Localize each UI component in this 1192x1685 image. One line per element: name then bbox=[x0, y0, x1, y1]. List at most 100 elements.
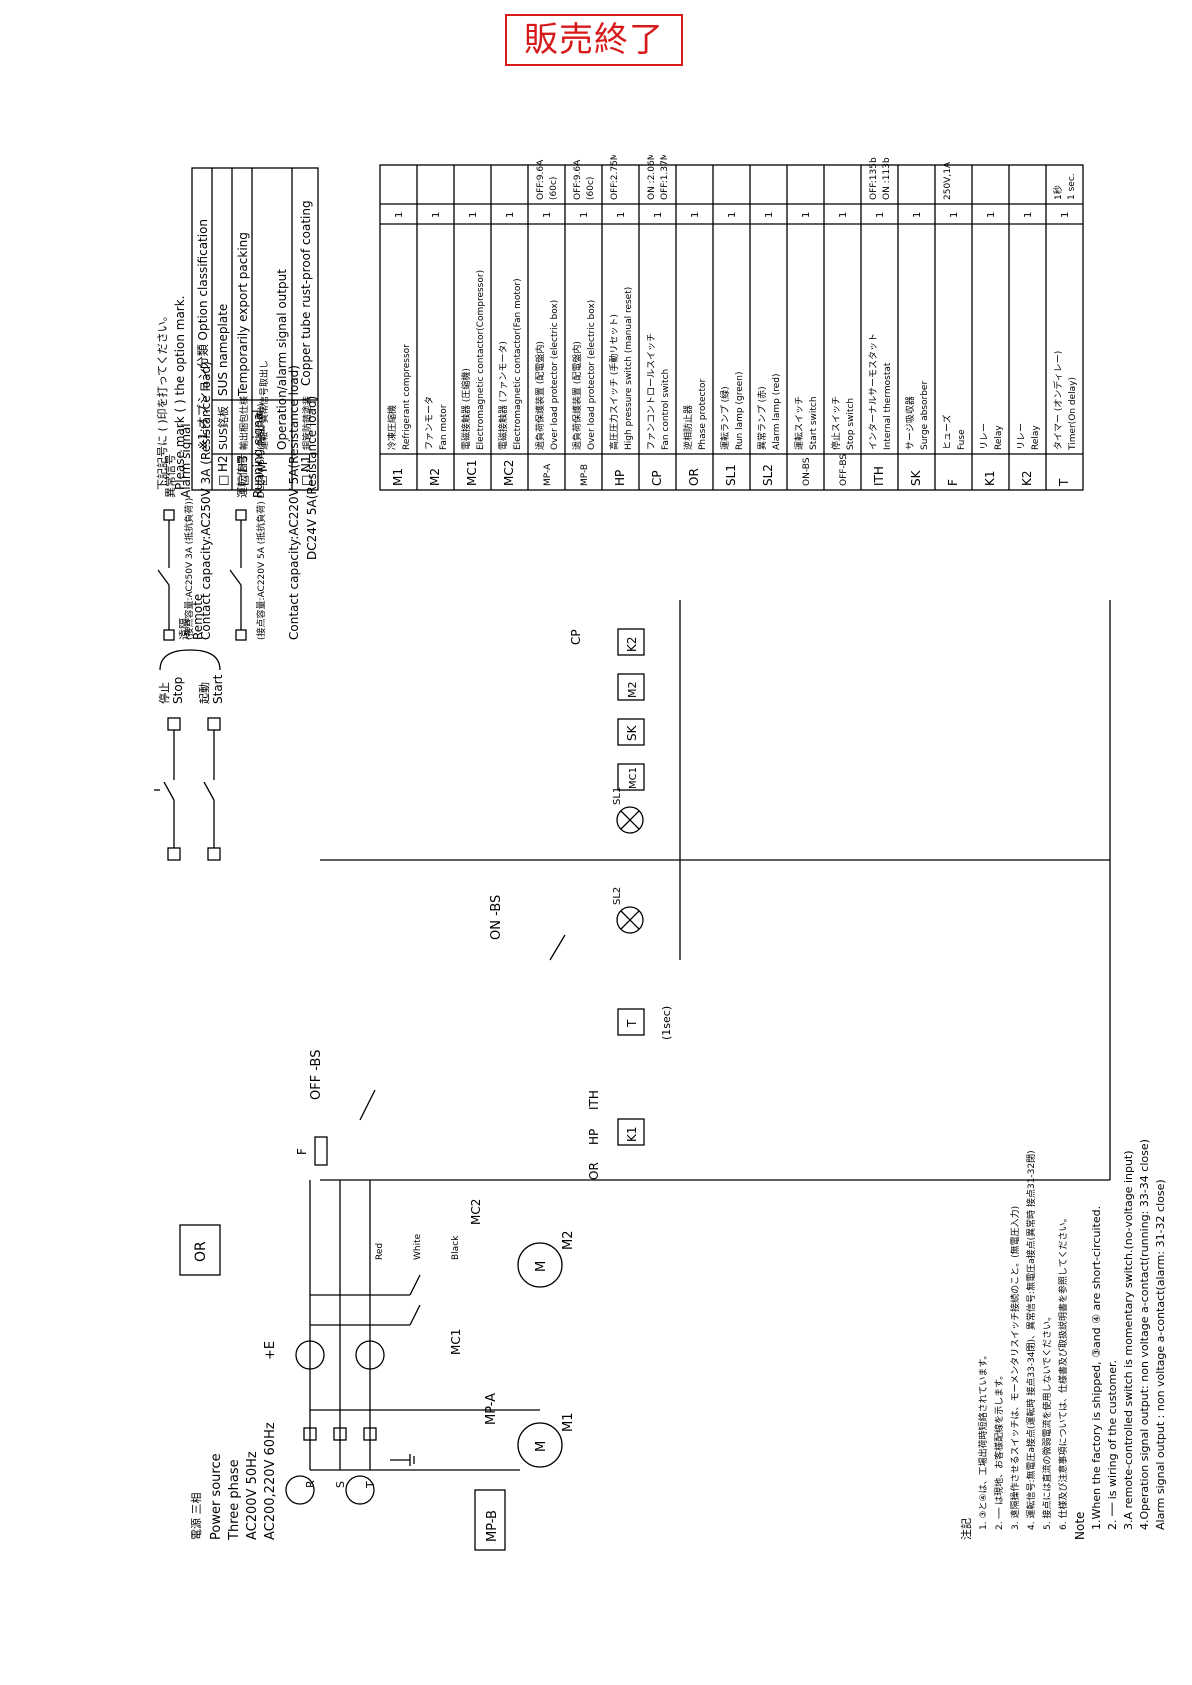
parts-en: Refrigerant compressor bbox=[402, 344, 412, 450]
m2-motor-symbol bbox=[517, 1242, 563, 1288]
option-jp-h3: 輸出梱包仕様 bbox=[238, 396, 250, 450]
running-capacity-jp: (接点容量:AC220V 5A (抵抗負荷) DC24V 5A (抵抗負荷)) bbox=[255, 403, 267, 640]
parts-spec: ON :113b bbox=[882, 157, 892, 200]
timer-coil-label: T bbox=[625, 1019, 639, 1028]
running-capacity-en2: DC24V 5A(Resistance load) bbox=[305, 396, 319, 560]
stop-label-jp: 停止 bbox=[157, 682, 171, 704]
note-en-item: 3.A remote-controlled switch is momentar… bbox=[1122, 1150, 1135, 1530]
remote-label-jp: 遠隔 bbox=[178, 618, 191, 640]
parts-spec: 1秒 bbox=[1052, 185, 1064, 200]
k1-coil bbox=[617, 1118, 645, 1146]
running-signal-en: Running signal bbox=[251, 410, 265, 498]
parts-sym-or: OR bbox=[687, 468, 701, 486]
parts-qty: 1 bbox=[986, 212, 997, 218]
parts-jp: ヒューズ bbox=[941, 414, 953, 450]
parts-jp: リレー bbox=[1017, 423, 1027, 450]
parts-jp: 運転ランプ (緑) bbox=[719, 386, 731, 450]
parts-qty: 1 bbox=[542, 212, 553, 218]
parts-jp: 電磁接触器 (ファンモータ) bbox=[497, 341, 509, 450]
option-mark-h3[interactable]: □ bbox=[236, 475, 250, 486]
parts-spec: (60c) bbox=[586, 177, 596, 200]
parts-en: Internal thermostat bbox=[883, 362, 893, 450]
parts-sym-f: F bbox=[946, 479, 960, 486]
option-en-h2: SUS nameplate bbox=[216, 304, 230, 396]
parts-qty: 1 bbox=[838, 212, 849, 218]
note-jp-item: 4. 運転信号:無電圧a接点(運転時 接点33-34閉)、異常信号:無電圧a接点… bbox=[1025, 1150, 1037, 1530]
option-jp-m: 運転・異常信号取出し bbox=[258, 360, 270, 450]
parts-sym-k1: K1 bbox=[983, 470, 997, 486]
parts-en: High pressure switch (manual reset) bbox=[624, 287, 634, 450]
parts-sym-hp: HP bbox=[613, 470, 627, 486]
parts-jp: 逆相防止器 bbox=[682, 405, 694, 450]
power-label-en: Power source bbox=[209, 1453, 224, 1540]
parts-qty: 1 bbox=[727, 212, 738, 218]
rotated-diagram: 下記記号に ( )印を打ってください。 Please mark ( ) the … bbox=[120, 142, 1192, 1560]
parts-en: Electromagnetic contactor(Fan motor) bbox=[513, 278, 523, 450]
power-voltage-50hz: AC200V 50Hz bbox=[245, 1451, 260, 1540]
alarm-signal-en: Alarm signal bbox=[179, 423, 193, 498]
remote-label-en: Remote bbox=[191, 594, 205, 640]
parts-en: Fan motor bbox=[439, 404, 449, 450]
parts-en: Stop switch bbox=[846, 398, 856, 450]
k2-coil-label: K2 bbox=[625, 636, 639, 652]
option-en-m: Operation/alarm signal output bbox=[275, 269, 289, 450]
sl2-label: SL2 bbox=[612, 887, 623, 905]
parts-en: Fuse bbox=[957, 429, 967, 450]
parts-en: Run lamp (green) bbox=[735, 372, 745, 451]
parts-jp: 異常ランプ (赤) bbox=[756, 386, 768, 450]
note-en-item: 4.Operation signal output: non voltage a… bbox=[1138, 1139, 1151, 1530]
parts-jp: 過負荷保護装置 (配電盤内) bbox=[571, 341, 583, 450]
parts-spec: 250V,1A bbox=[943, 161, 953, 200]
parts-qty: 1 bbox=[1060, 212, 1071, 218]
option-en-h3: Temporarily export packing bbox=[236, 232, 250, 397]
notes-jp-title: 注記 bbox=[959, 1518, 973, 1540]
parts-sym-mp-a: MP-A bbox=[543, 463, 553, 486]
parts-jp: 過負荷保護装置 (配電盤内) bbox=[534, 341, 546, 450]
parts-sym-m2: M2 bbox=[428, 468, 442, 486]
parts-spec: 1 sec. bbox=[1067, 173, 1077, 200]
parts-jp: サージ吸収器 bbox=[904, 396, 916, 450]
mp-a-label: MP-A bbox=[484, 1393, 499, 1425]
parts-en: Fan control switch bbox=[661, 369, 671, 450]
option-instruction-jp: 下記記号に ( )印を打ってください。 bbox=[155, 310, 169, 490]
power-phase: Three phase bbox=[227, 1459, 242, 1541]
parts-qty: 1 bbox=[468, 212, 479, 218]
parts-jp: ファンコントロールスイッチ bbox=[646, 333, 657, 450]
option-mark-h2[interactable]: □ bbox=[216, 475, 230, 486]
fuse-symbol bbox=[314, 1136, 328, 1166]
option-mark-m[interactable]: ☑ bbox=[256, 475, 270, 486]
m1-label: M1 bbox=[561, 1413, 576, 1433]
parts-sym-sl1: SL1 bbox=[724, 464, 738, 486]
mc1-label: MC1 bbox=[449, 1329, 463, 1355]
timer-coil bbox=[617, 1008, 645, 1036]
m2-label: M2 bbox=[561, 1231, 576, 1251]
parts-sym-m1: M1 bbox=[391, 468, 405, 486]
option-header: ※1:オプション分類 Option classification bbox=[196, 219, 210, 450]
mp-b-label: MP-B bbox=[485, 1510, 500, 1542]
option-mark-n1[interactable]: □ bbox=[299, 475, 313, 486]
remote-signal-section: 停止 Stop 起動 Start 遠隔 Remote 異常信号 Alarm si… bbox=[154, 361, 319, 861]
parts-jp: 冷凍圧縮機 bbox=[386, 405, 398, 450]
parts-en: Relay bbox=[994, 425, 1004, 450]
parts-spec: OFF:135b bbox=[869, 157, 879, 200]
note-jp-item: 5. 接点には直流の微弱電流を使用しないでください。 bbox=[1041, 1312, 1053, 1530]
option-table: 下記記号に ( )印を打ってください。 Please mark ( ) the … bbox=[155, 167, 319, 491]
parts-qty: 1 bbox=[431, 212, 442, 218]
parts-spec: OFF:1.37MPa bbox=[660, 155, 670, 200]
discontinued-stamp: 販売終了 bbox=[505, 14, 683, 66]
option-code-n1: N1 bbox=[299, 455, 313, 472]
or-contact-label: OR bbox=[587, 1162, 601, 1180]
parts-en: Timer(On delay) bbox=[1068, 377, 1078, 451]
terminal-3-remote bbox=[167, 847, 181, 861]
parts-spec: OFF:9.6A bbox=[573, 159, 583, 200]
alarm-capacity-en: Contact capacity:AC250V 3A (Resistance l… bbox=[199, 361, 213, 640]
parts-jp: 運転スイッチ bbox=[794, 396, 805, 450]
parts-qty: 1 bbox=[616, 212, 627, 218]
mp-b-box bbox=[474, 1489, 506, 1551]
wire-black: Black bbox=[451, 1235, 461, 1260]
cp-label: CP bbox=[569, 629, 583, 645]
parts-sym-on-bs: ON-BS bbox=[802, 457, 812, 486]
parts-sym-mc2: MC2 bbox=[502, 460, 516, 486]
parts-sym-cp: CP bbox=[650, 470, 664, 486]
